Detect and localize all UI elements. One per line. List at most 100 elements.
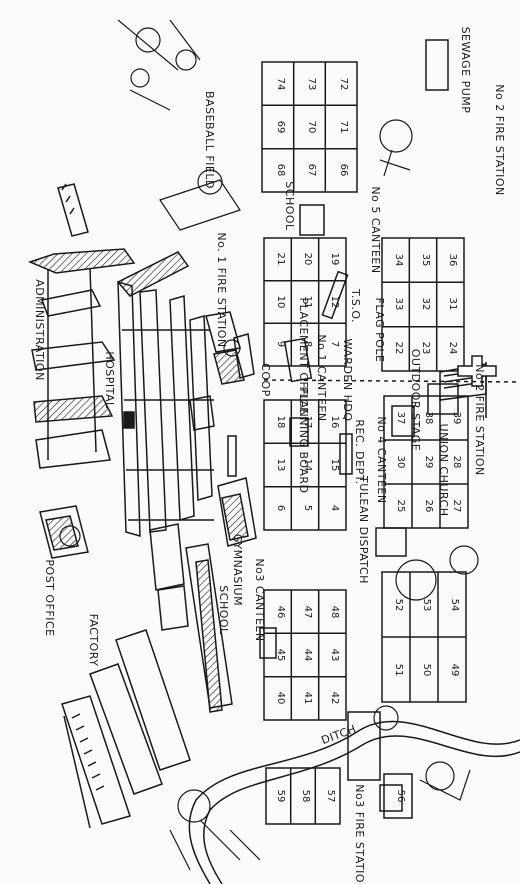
block-58: 58: [300, 790, 311, 803]
block-grid-25-39: [383, 395, 469, 529]
no4-canteen-building: [391, 405, 415, 437]
label-baseball-field: BASEBALL FIELD: [203, 91, 216, 189]
gymnasium-building: [217, 477, 257, 547]
block-24: 24: [447, 342, 458, 355]
block-grid-7-21: [263, 237, 347, 367]
no5-canteen-building: [299, 204, 325, 236]
placement-office-building: [283, 337, 313, 383]
block-69: 69: [275, 121, 286, 134]
block-14: 14: [302, 459, 313, 472]
label-coop: COOP: [259, 363, 272, 397]
block-6: 6: [275, 505, 286, 511]
label-administration: ADMINISTRATION: [33, 279, 46, 381]
block-36: 36: [447, 254, 458, 267]
label-post-office: POST OFFICE: [43, 559, 56, 636]
block-68: 68: [275, 164, 286, 177]
label-ditch: DITCH: [320, 722, 359, 747]
block-50: 50: [421, 664, 432, 677]
hospital-building: [116, 251, 214, 538]
block-73: 73: [306, 78, 317, 91]
block-grid-22-36: [381, 237, 465, 372]
label-no1-canteen: No 1 CANTEEN: [315, 334, 328, 421]
block-12: 12: [329, 296, 340, 309]
block-32: 32: [420, 298, 431, 311]
block-51: 51: [393, 664, 404, 677]
block-66: 66: [338, 164, 349, 177]
no2-fire-station-cross: [457, 355, 497, 387]
block-37: 37: [395, 412, 406, 425]
block-13: 13: [275, 459, 286, 472]
label-factory: FACTORY: [87, 614, 100, 667]
label-no3-fire-station: No3 FIRE STATION: [353, 784, 366, 884]
block-72: 72: [338, 78, 349, 91]
block-15: 15: [329, 459, 340, 472]
guard-structure: [347, 711, 381, 781]
block-59: 59: [275, 790, 286, 803]
block-23: 23: [420, 342, 431, 355]
block-47: 47: [302, 606, 313, 619]
label-tulean-dispatch: TULEAN DISPATCH: [357, 475, 370, 584]
block-9: 9: [275, 341, 286, 347]
tulean-dispatch-building: [375, 527, 407, 557]
label-placement-office: PLACEMENT OFFICE: [297, 297, 310, 414]
post-office-building: [39, 505, 89, 559]
label-no5-canteen: No 5 CANTEEN: [369, 186, 382, 273]
block-53: 53: [421, 599, 432, 612]
block-49: 49: [449, 664, 460, 677]
block-18: 18: [275, 416, 286, 429]
block-grid-66-74: [261, 61, 358, 193]
block-38: 38: [423, 412, 434, 425]
block-grid-4-18: [263, 399, 347, 531]
block-27: 27: [451, 500, 462, 513]
road: [263, 379, 520, 383]
label-no3-canteen: No3 CANTEEN: [253, 558, 266, 641]
label-planning-board: PLANNING BOARD: [297, 387, 310, 494]
block-33: 33: [393, 298, 404, 311]
rec-dept-building: [339, 433, 353, 475]
block-46: 46: [275, 606, 286, 619]
block-28: 28: [451, 456, 462, 469]
block-67: 67: [306, 164, 317, 177]
block-52: 52: [393, 599, 404, 612]
block-grid-40-48: [263, 589, 347, 721]
label-no2-fire-station: No 2 FIRE STATION: [473, 364, 486, 475]
block-48: 48: [329, 606, 340, 619]
label-no1-fire-station: No. 1 FIRE STATION: [215, 232, 228, 347]
label-flag-pole: FLAG POLE: [373, 298, 386, 363]
label-no4-canteen: No 4 CANTEEN: [375, 416, 388, 503]
school-building: [149, 523, 233, 713]
planning-board-building: [289, 417, 309, 447]
block-54: 54: [449, 599, 460, 612]
block-19: 19: [329, 253, 340, 266]
no3-canteen-building: [259, 627, 277, 659]
block-44: 44: [302, 649, 313, 662]
tso-building: [321, 270, 349, 320]
block-30: 30: [395, 456, 406, 469]
block-56: 56: [395, 790, 406, 803]
administration-building: [27, 248, 136, 469]
block-20: 20: [302, 253, 313, 266]
block-39: 39: [451, 412, 462, 425]
label-school-top: SCHOOL: [283, 181, 296, 231]
block-70: 70: [306, 121, 317, 134]
block-45: 45: [275, 649, 286, 662]
block-8: 8: [302, 341, 313, 347]
block-41: 41: [302, 692, 313, 705]
factory-building: [61, 629, 191, 829]
label-rec-dept: REC. DEPT.: [353, 419, 366, 484]
block-26: 26: [423, 500, 434, 513]
block-35: 35: [420, 254, 431, 267]
label-tso: T.S.O.: [349, 288, 362, 323]
cartoon-figures: [59, 19, 479, 871]
ditch: [188, 720, 520, 884]
block-40: 40: [275, 692, 286, 705]
coop-buildings: [189, 333, 255, 477]
label-union-church: UNION CHURCH: [437, 424, 450, 517]
block-71: 71: [338, 121, 349, 134]
label-no2-fire-station-top: No 2 FIRE STATION: [493, 84, 506, 195]
block-7: 7: [329, 341, 340, 347]
block-57: 57: [325, 790, 336, 803]
block-4: 4: [329, 505, 340, 511]
